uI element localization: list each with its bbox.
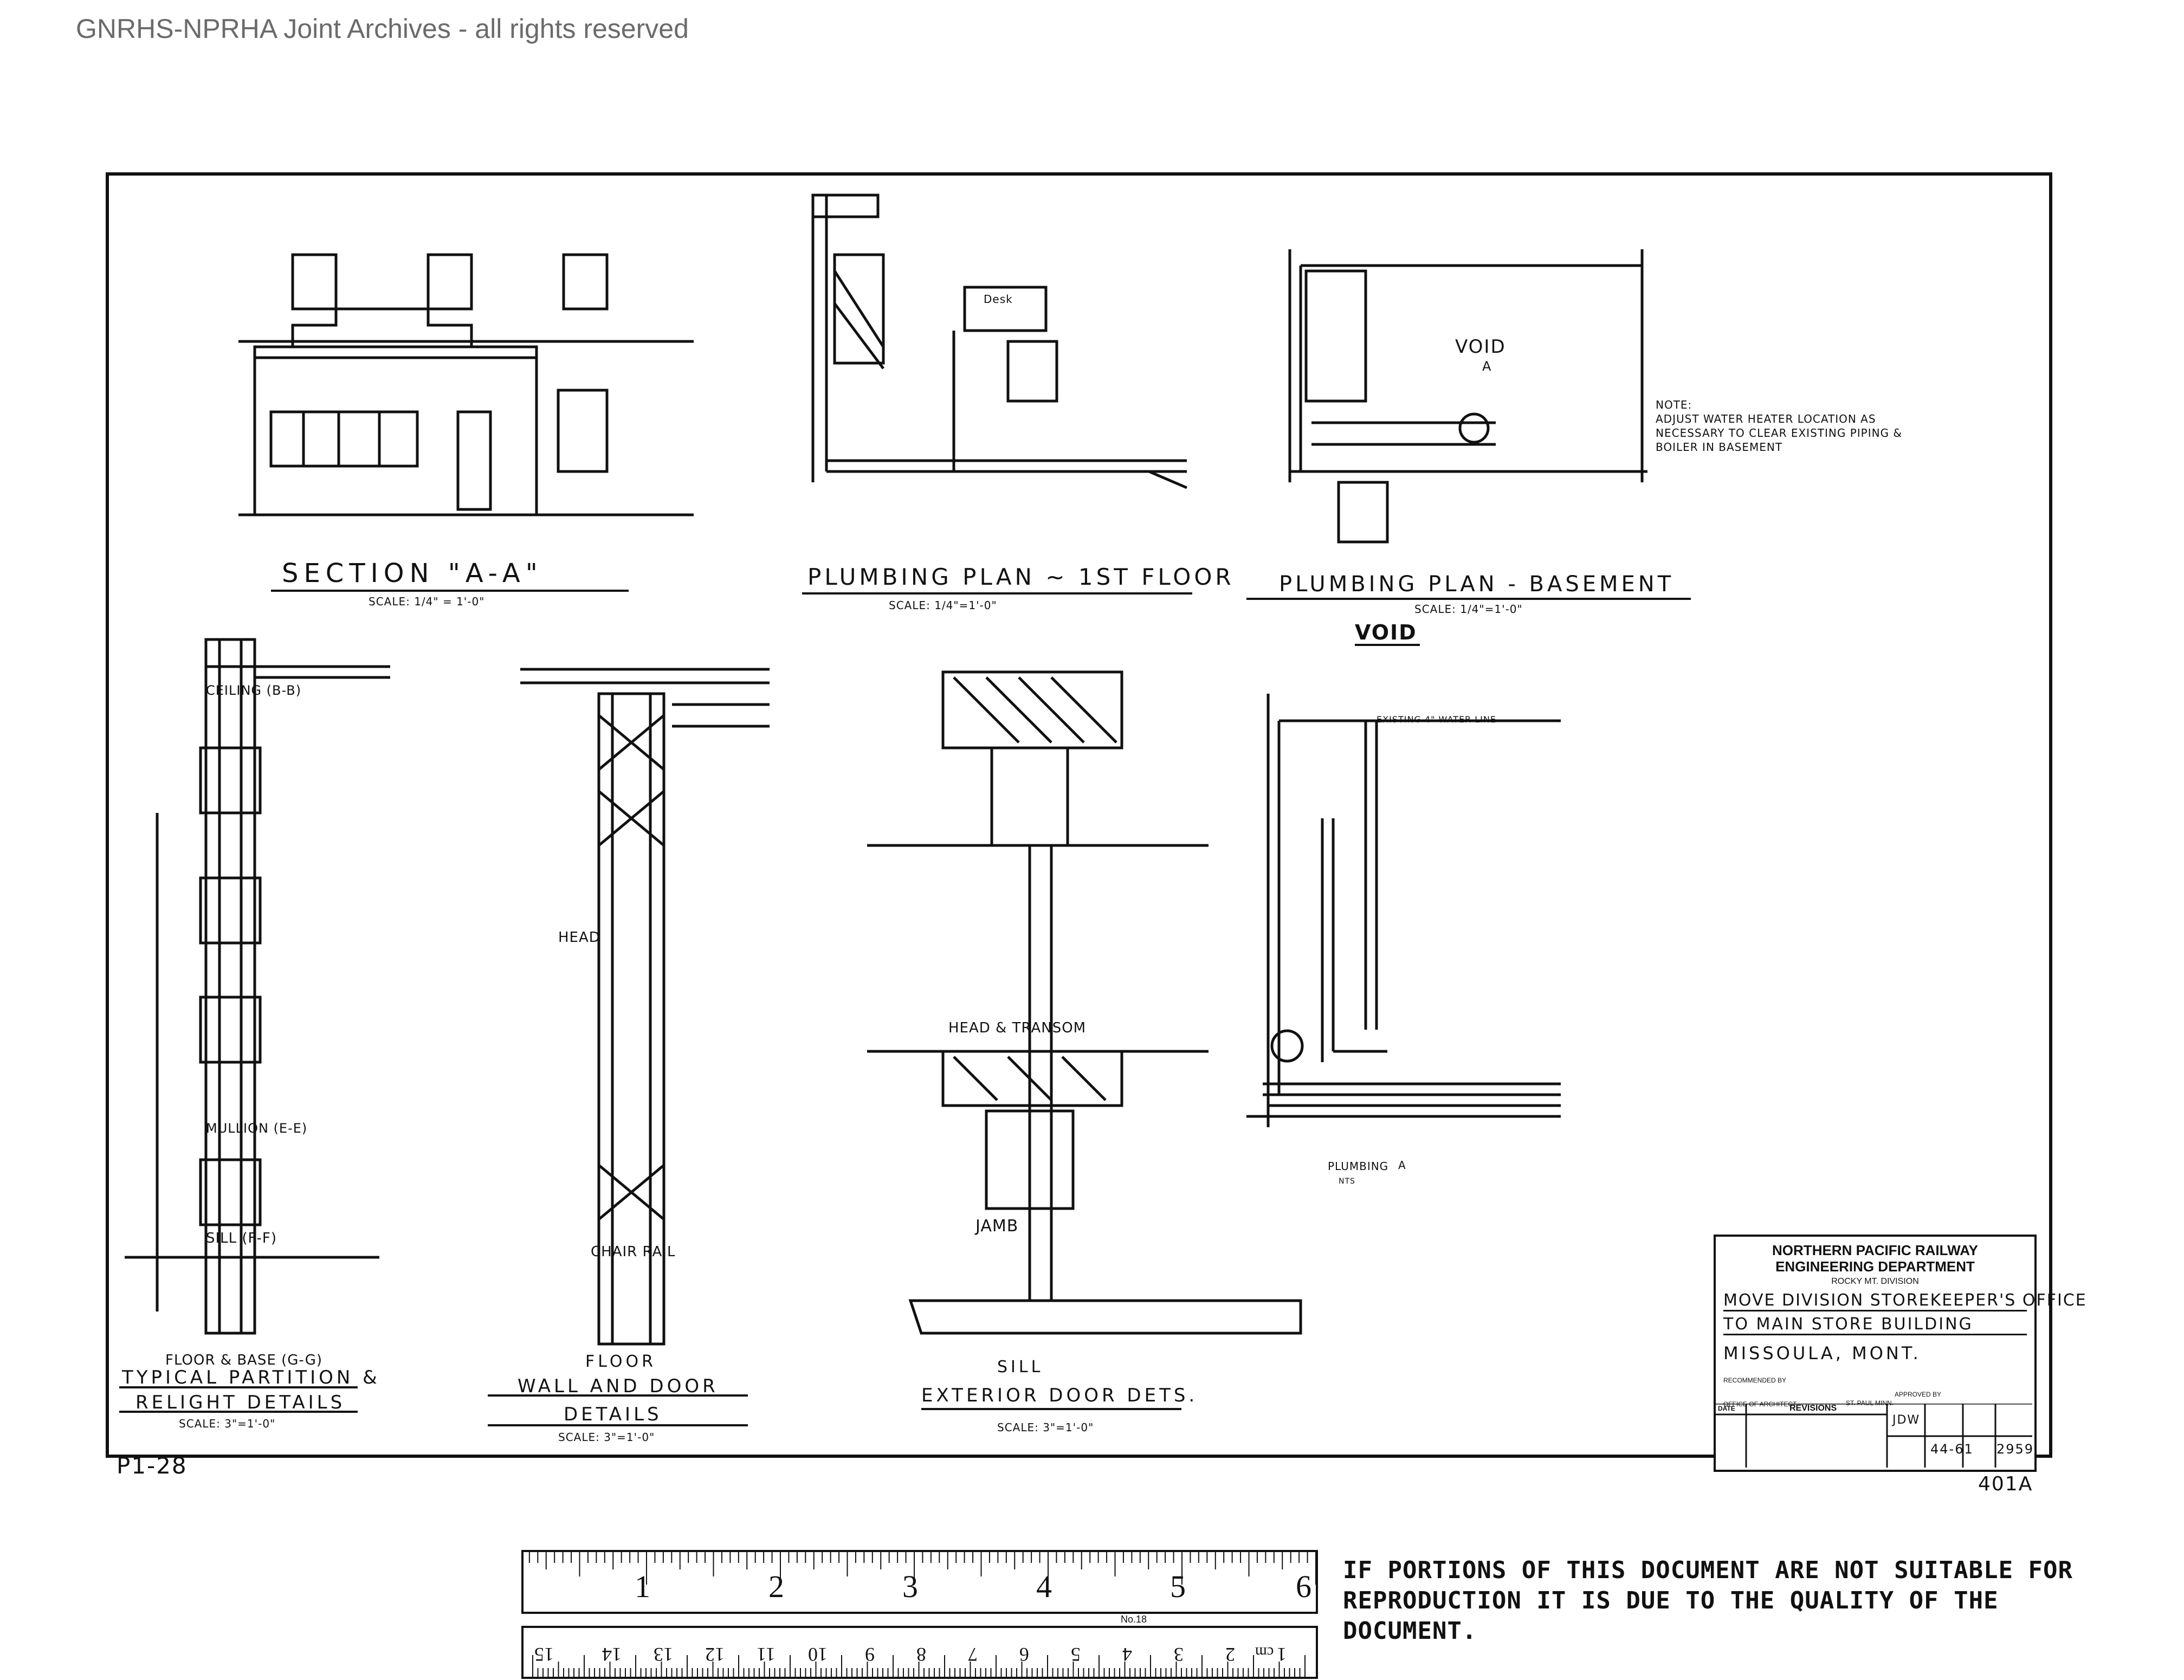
plumbing-basement-scale: SCALE: 1/4"=1'-0" (1414, 603, 1523, 616)
jamb-label: JAMB (975, 1217, 1019, 1236)
wall-door-scale: SCALE: 3"=1'-0" (558, 1431, 655, 1444)
ruler-model: No.18 (1121, 1614, 1147, 1625)
wall-door-title-2: DETAILS (564, 1404, 662, 1425)
cm-label-1: 1 (1277, 1644, 1287, 1665)
revisions-date-header: DATE (1718, 1405, 1735, 1412)
inch-label-3: 3 (902, 1569, 918, 1604)
cm-label-8: 8 (916, 1644, 926, 1665)
void-heading: VOID (1355, 621, 1417, 644)
reproduction-notice: IF PORTIONS OF THIS DOCUMENT ARE NOT SUI… (1343, 1556, 2073, 1645)
partition-floor-label: FLOOR & BASE (G-G) (165, 1352, 323, 1368)
title-line-1: MOVE DIVISION STOREKEEPER'S OFFICE (1723, 1291, 2086, 1311)
sheet-mark: P1-28 (117, 1452, 188, 1479)
recommended-by: RECOMMENDED BY (1723, 1377, 1787, 1384)
wall-door-title-1: WALL AND DOOR (518, 1375, 719, 1397)
title-line-3: MISSOULA, MONT. (1723, 1343, 1921, 1364)
cm-label-13: 13 (654, 1644, 673, 1665)
inch-ruler: 1 2 3 4 5 6 (521, 1550, 1318, 1614)
cm-label-6: 6 (1019, 1644, 1029, 1665)
department-name: ENGINEERING DEPARTMENT (1775, 1258, 1975, 1275)
cm-label-10: 10 (808, 1644, 828, 1665)
afe-number: 44-61 (1930, 1442, 1974, 1457)
archive-watermark: GNRHS-NPRHA Joint Archives - all rights … (76, 14, 689, 44)
plumbing-1st-floor-scale: SCALE: 1/4"=1'-0" (889, 599, 997, 612)
cm-label-15: 15 (534, 1644, 554, 1665)
sill-label: SILL (F-F) (206, 1230, 277, 1246)
section-aa-title: SECTION "A-A" (282, 558, 543, 589)
exterior-door-title: EXTERIOR DOOR DETS. (921, 1385, 1198, 1406)
inch-label-4: 4 (1036, 1569, 1052, 1604)
void-label: VOID (1455, 336, 1506, 358)
cm-label-12: 12 (705, 1644, 725, 1665)
inch-label-6: 6 (1296, 1569, 1311, 1604)
title-line-2: TO MAIN STORE BUILDING (1723, 1315, 2027, 1335)
title-block: NORTHERN PACIFIC RAILWAY ENGINEERING DEP… (1714, 1235, 2086, 1472)
void-marker: A (1482, 359, 1492, 374)
exterior-sill-label: SILL (997, 1358, 1044, 1377)
revisions-table: DATE REVISIONS JDW 44-61 2959 (1714, 1404, 2034, 1468)
revisions-header: REVISIONS (1789, 1404, 1837, 1413)
sheet-number: 401A (1978, 1473, 2033, 1495)
mullion-label: MULLION (E-E) (206, 1121, 308, 1136)
cm-label-5: 5 (1071, 1644, 1081, 1665)
cm-label-14: 14 (602, 1644, 622, 1665)
approved-by: APPROVED BY (1895, 1391, 1942, 1398)
cm-label-2: 2 (1225, 1644, 1235, 1665)
job-number: 2959 (1996, 1442, 2034, 1457)
cm-label-3: 3 (1174, 1644, 1184, 1665)
exterior-door-scale: SCALE: 3"=1'-0" (997, 1421, 1094, 1434)
chair-rail-label: CHAIR RAIL (591, 1244, 676, 1260)
inch-label-2: 2 (768, 1569, 784, 1604)
plumbing-a-marker: A (1398, 1159, 1406, 1172)
inch-ruler-ticks (524, 1552, 1316, 1612)
cm-label-7: 7 (968, 1644, 978, 1665)
company-name: NORTHERN PACIFIC RAILWAY (1772, 1242, 1978, 1258)
cm-label-4: 4 (1122, 1644, 1132, 1665)
inch-label-1: 1 (635, 1569, 650, 1604)
division-name: ROCKY MT. DIVISION (1831, 1277, 1919, 1286)
office-city: ST. PAUL MINN. (1846, 1399, 1894, 1407)
desk-label: Desk (984, 293, 1013, 306)
section-aa-scale: SCALE: 1/4" = 1'-0" (369, 595, 485, 608)
plumbing-a-nts: NTS (1339, 1177, 1355, 1186)
cm-label-11: 11 (757, 1644, 776, 1665)
head-label: HEAD (558, 929, 600, 946)
ceiling-label: CEILING (B-B) (206, 683, 302, 698)
plumbing-1st-floor-title: PLUMBING PLAN ~ 1ST FLOOR (807, 564, 1235, 590)
drawn-by: JDW (1892, 1413, 1921, 1427)
inch-label-5: 5 (1170, 1569, 1186, 1604)
cm-label-9: 9 (865, 1644, 875, 1665)
head-transom-label: HEAD & TRANSOM (948, 1020, 1087, 1036)
partition-title-1: TYPICAL PARTITION & (122, 1367, 380, 1388)
partition-scale: SCALE: 3"=1'-0" (179, 1417, 276, 1430)
note-heading: NOTE: (1656, 398, 1692, 411)
drawing-sheet-border (106, 172, 2052, 1458)
cm-ruler: 1 2 3 4 5 6 7 8 9 10 11 12 13 14 15 cm (521, 1626, 1318, 1679)
cm-unit-label: cm (1255, 1644, 1274, 1660)
plumbing-basement-title: PLUMBING PLAN - BASEMENT (1279, 572, 1675, 597)
partition-title-2: RELIGHT DETAILS (135, 1392, 346, 1413)
water-line-label: EXISTING 4" WATER LINE (1377, 714, 1496, 725)
plumbing-a-label: PLUMBING (1328, 1160, 1389, 1173)
cm-ruler-ticks (524, 1628, 1316, 1677)
wall-door-floor-label: FLOOR (585, 1352, 656, 1371)
note-text: ADJUST WATER HEATER LOCATION AS NECESSAR… (1656, 412, 1903, 454)
